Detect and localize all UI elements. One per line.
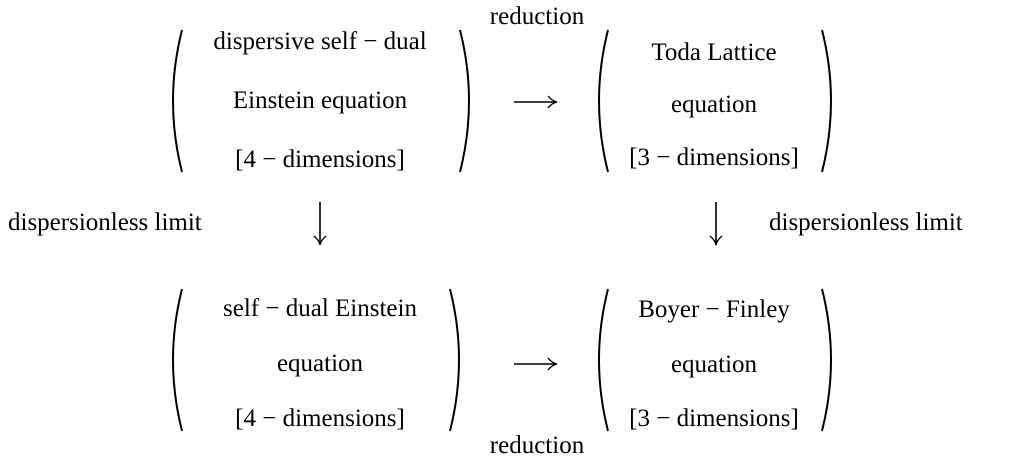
bottom-right-box-line-1: Boyer − Finley xyxy=(638,296,790,323)
bottom-reduction-arrow xyxy=(514,357,558,371)
bottom-right-box-left-paren xyxy=(598,288,609,432)
top-left-box-left-paren xyxy=(172,29,183,173)
right-dispersionless-arrow xyxy=(709,202,723,246)
right-dispersionless-label: dispersionless limit xyxy=(769,209,963,236)
top-right-box-left-paren xyxy=(598,29,609,173)
top-left-box-line-3: [4 − dimensions] xyxy=(235,146,405,173)
top-right-box-line-1: Toda Lattice xyxy=(651,39,777,66)
bottom-left-box-left-paren xyxy=(172,288,183,432)
bottom-left-box-right-paren xyxy=(449,288,460,432)
top-reduction-arrow xyxy=(514,95,558,109)
left-dispersionless-arrow xyxy=(313,202,327,246)
top-left-box-right-paren xyxy=(459,29,470,173)
top-left-box-line-1: dispersive self − dual xyxy=(213,28,427,55)
bottom-left-box-line-1: self − dual Einstein xyxy=(223,295,417,322)
bottom-reduction-label: reduction xyxy=(489,432,585,459)
top-reduction-label: reduction xyxy=(489,3,585,30)
top-left-box-line-2: Einstein equation xyxy=(232,87,408,114)
bottom-right-box-line-2: equation xyxy=(670,351,758,378)
left-dispersionless-label: dispersionless limit xyxy=(8,209,202,236)
top-right-box-line-3: [3 − dimensions] xyxy=(629,144,799,171)
bottom-left-box-line-3: [4 − dimensions] xyxy=(235,405,405,432)
top-right-box-right-paren xyxy=(821,29,832,173)
top-right-box-line-2: equation xyxy=(670,91,758,118)
bottom-right-box-right-paren xyxy=(821,288,832,432)
bottom-right-box-line-3: [3 − dimensions] xyxy=(629,405,799,432)
bottom-left-box-line-2: equation xyxy=(276,350,364,377)
